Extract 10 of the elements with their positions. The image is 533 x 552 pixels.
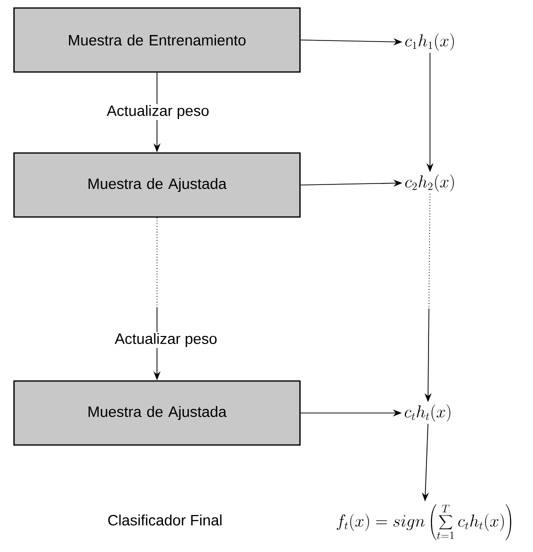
process-box: Muestra de Ajustada bbox=[13, 380, 301, 446]
formula: $c_1 h_1(x)$ bbox=[405, 33, 454, 51]
process-box: Muestra de Entrenamiento bbox=[13, 7, 301, 73]
formula: $c_2 h_2(x)$ bbox=[405, 174, 454, 192]
formula: $f_t(x) = sign\left(\sum_{t=1}^{T} c_t h_t(x)\right)$ bbox=[336, 504, 512, 540]
edge-label: Actualizar peso bbox=[106, 104, 210, 120]
edge-label: Actualizar peso bbox=[114, 332, 218, 348]
caption-text: Clasificador Final bbox=[108, 514, 222, 526]
formula: $c_t h_t(x)$ bbox=[404, 404, 450, 422]
process-box: Muestra de Ajustada bbox=[13, 152, 301, 218]
